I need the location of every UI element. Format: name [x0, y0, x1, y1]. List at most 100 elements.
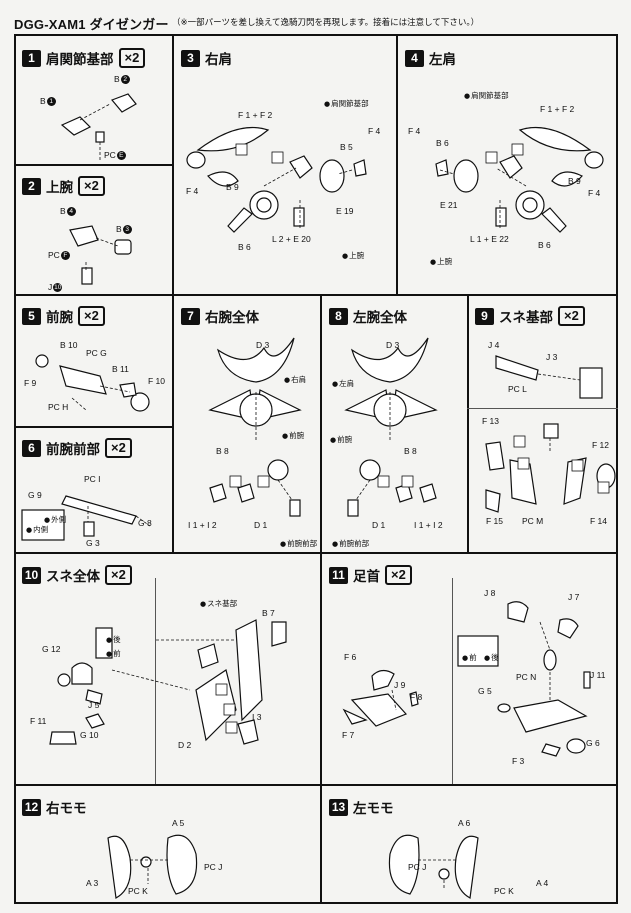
part-label: PC M [522, 516, 544, 526]
step-multiplier: ×2 [105, 565, 132, 585]
part-label: PC L [508, 384, 527, 394]
part-label: J 8 [484, 588, 496, 598]
part-label: F 13 [482, 416, 500, 426]
part-label: F 8 [410, 692, 423, 702]
step-title: 前腕前部 [46, 442, 100, 458]
part-label: G 5 [478, 686, 492, 696]
part-label: PC J [408, 862, 427, 872]
step-number: 10 [22, 566, 41, 584]
part-label: D 3 [256, 340, 270, 350]
part-label: PC I [84, 474, 101, 484]
assembly-label: 右肩 [284, 374, 306, 385]
note-back: 後 [106, 634, 121, 645]
part-label: F 4 [408, 126, 421, 136]
step-11-header: 11 足首 ×2 [329, 565, 412, 585]
part-label: J 5 [88, 700, 100, 710]
step-number: 7 [181, 307, 200, 325]
part-label: PC J [204, 862, 223, 872]
part-label: A 4 [536, 878, 549, 888]
part-label: G 12 [42, 644, 61, 654]
assembly-label: スネ基部 [200, 598, 237, 609]
step-number: 3 [181, 49, 200, 67]
step-10-header: 10 スネ全体 ×2 [22, 565, 132, 585]
instruction-grid [14, 34, 618, 904]
part-label: E 19 [336, 206, 354, 216]
page-title: DGG-XAM1 ダイゼンガー [14, 17, 169, 32]
part-label: B 6 [238, 242, 251, 252]
step-5-header: 5 前腕 ×2 [22, 306, 105, 326]
step-12-header: 12 右モモ [22, 797, 87, 817]
part-label: PC K [494, 886, 514, 896]
step-title: 右モモ [46, 801, 87, 817]
part-label: A 3 [86, 878, 99, 888]
part-label: F 4 [588, 188, 601, 198]
part-label: B 10 [60, 340, 78, 350]
divider [396, 34, 398, 294]
part-label: D 2 [178, 740, 192, 750]
step-title: 左肩 [429, 52, 456, 68]
part-label: I 1 + I 2 [188, 520, 217, 530]
part-label: F 11 [30, 716, 47, 726]
step-number: 2 [22, 177, 41, 195]
divider [14, 164, 174, 166]
part-label: F 6 [344, 652, 357, 662]
step-multiplier: ×2 [118, 48, 146, 68]
assembly-label: 上腕 [430, 256, 452, 267]
divider [452, 578, 453, 784]
part-label: F 9 [24, 378, 37, 388]
note-front: 前 [106, 648, 121, 659]
assembly-label: 前腕 [330, 434, 352, 445]
step-title: 左モモ [353, 801, 394, 817]
step-7-header: 7 右腕全体 [181, 306, 259, 326]
page-note: （※一部パーツを差し換えて逸騎刀閃を再現します。接着には注意して下さい。） [172, 18, 480, 28]
part-label: G 9 [28, 490, 42, 500]
step-title: 肩関節基部 [46, 52, 114, 68]
part-label: D 3 [386, 340, 400, 350]
divider [320, 294, 322, 552]
step-number: 9 [475, 307, 494, 325]
part-label: F 1 + F 2 [540, 104, 575, 114]
step-multiplier: ×2 [105, 438, 132, 458]
part-label: B 7 [262, 608, 275, 618]
divider [14, 294, 618, 296]
part-label: F 4 [186, 186, 199, 196]
step-multiplier: ×2 [558, 306, 585, 326]
step-number: 6 [22, 439, 41, 457]
assembly-label: 肩関節基部 [324, 98, 369, 109]
step-9-header: 9 スネ基部 ×2 [475, 306, 585, 326]
divider [467, 408, 618, 409]
part-label: F 7 [342, 730, 355, 740]
assembly-label: 前腕前部 [280, 538, 317, 549]
divider [155, 578, 156, 784]
part-label: PC G [86, 348, 107, 358]
part-label: F 10 [148, 376, 166, 386]
step-1-header: 1 肩関節基部 ×2 [22, 48, 146, 68]
part-label: E 21 [440, 200, 458, 210]
part-label: A 6 [458, 818, 471, 828]
step-title: 右肩 [205, 52, 232, 68]
step-3-header: 3 右肩 [181, 48, 232, 68]
assembly-label: 左肩 [332, 378, 354, 389]
note-front: 前 [462, 652, 477, 663]
divider [320, 552, 322, 904]
part-label: F 4 [368, 126, 381, 136]
note-inner: 内側 [26, 524, 48, 535]
part-label: B 6 [436, 138, 449, 148]
step-4-header: 4 左肩 [405, 48, 456, 68]
step-8-header: 8 左腕全体 [329, 306, 407, 326]
step-title: スネ基部 [499, 310, 553, 326]
part-label: B 6 [538, 240, 551, 250]
step-6-header: 6 前腕前部 ×2 [22, 438, 132, 458]
part-label: F 12 [592, 440, 610, 450]
step-number: 5 [22, 307, 41, 325]
step-title: 右腕全体 [205, 310, 259, 326]
step-number: 12 [22, 798, 41, 816]
part-label: L 2 + E 20 [272, 234, 311, 244]
part-label: A 5 [172, 818, 185, 828]
part-label: D 1 [372, 520, 386, 530]
divider [14, 426, 174, 428]
assembly-label: 上腕 [342, 250, 364, 261]
part-label: PC H [48, 402, 69, 412]
